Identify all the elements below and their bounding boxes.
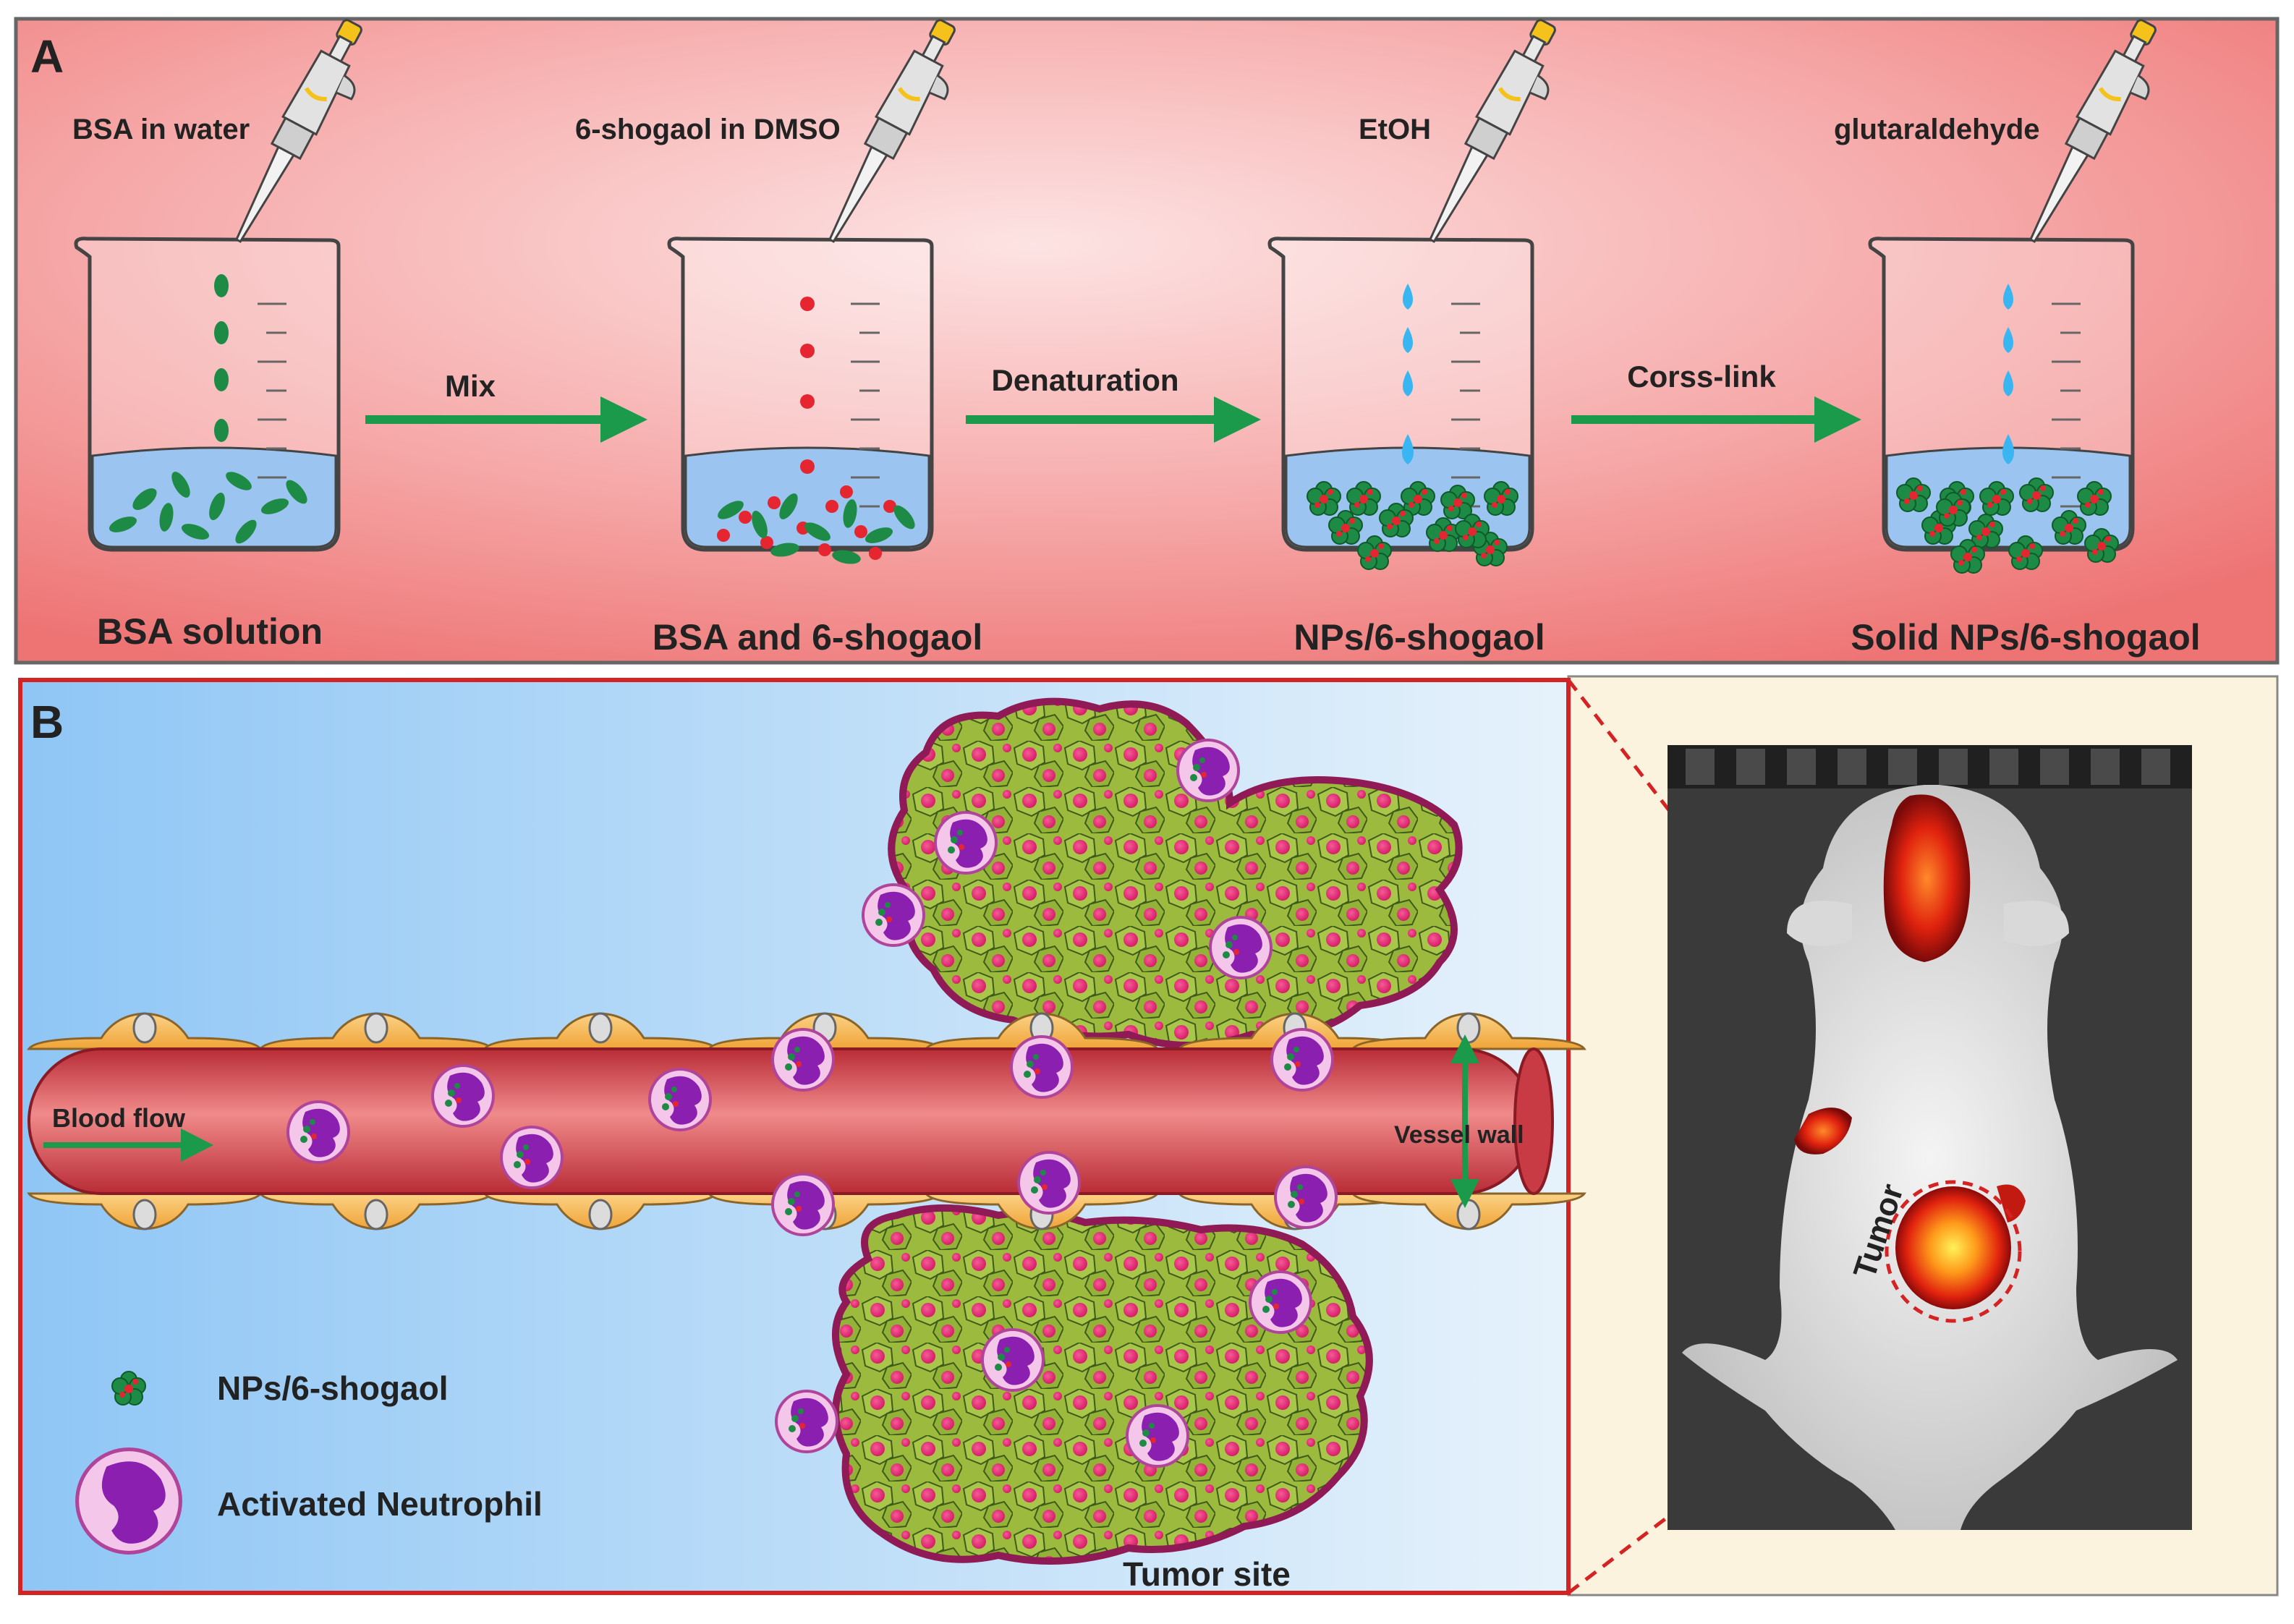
neutrophil (1126, 1404, 1189, 1468)
vessel-wall-arrow: Vessel wall (1394, 1034, 1524, 1208)
arrow-denaturation: Denaturation (966, 363, 1261, 443)
step-caption-1: BSA solution (97, 611, 323, 652)
tumor-mass-lower (832, 1204, 1373, 1565)
reagent-label-3: EtOH (1359, 114, 1431, 145)
neutrophil (771, 1173, 835, 1236)
beaker-1 (76, 14, 383, 550)
tumor-mass-upper (888, 697, 1463, 1049)
neutrophil (1010, 1035, 1074, 1099)
neutrophil (1249, 1270, 1312, 1334)
arrow-crosslink-label: Corss-link (1627, 360, 1776, 394)
neutrophil (286, 1100, 350, 1164)
arrow-denaturation-label: Denaturation (991, 363, 1178, 397)
panel-a-letter: A (30, 30, 64, 82)
arrow-mix: Mix (365, 369, 647, 443)
step-caption-4: Solid NPs/6-shogaol (1851, 617, 2200, 658)
blood-flow-label: Blood flow (52, 1103, 186, 1133)
panel-b-letter: B (30, 696, 64, 748)
neutrophil (775, 1390, 838, 1453)
reagent-label-1: BSA in water (72, 114, 250, 145)
legend-neutrophil-label: Activated Neutrophil (217, 1485, 543, 1523)
reagent-label-2: 6-shogaol in DMSO (575, 114, 841, 145)
neutrophil (771, 1028, 835, 1092)
mouse-fluorescence-image: Tumor (1668, 745, 2192, 1530)
step-caption-2: BSA and 6-shogaol (653, 617, 983, 658)
neutrophil (981, 1328, 1045, 1392)
blood-flow-arrow: Blood flow (43, 1103, 213, 1162)
neutrophil (431, 1064, 495, 1128)
vessel-wall-label: Vessel wall (1394, 1121, 1524, 1149)
legend-neutrophil-icon (75, 1447, 182, 1555)
neutrophil (1209, 916, 1273, 979)
step-caption-3: NPs/6-shogaol (1293, 617, 1545, 658)
panel-a: A (14, 14, 2280, 665)
arrow-crosslink: Corss-link (1571, 360, 1861, 443)
neutrophil (1017, 1151, 1081, 1215)
beaker-4 (1870, 14, 2178, 574)
arrow-mix-label: Mix (445, 369, 496, 403)
neutrophil (1274, 1165, 1338, 1229)
tumor-site-label: Tumor site (1123, 1555, 1291, 1593)
neutrophil (934, 811, 998, 875)
neutrophil (1270, 1028, 1334, 1092)
panel-b: B (18, 675, 2279, 1597)
neutrophil (862, 883, 925, 947)
beaker-3 (1270, 14, 1577, 570)
legend-np-label: NPs/6-shogaol (217, 1369, 449, 1407)
legend: NPs/6-shogaol Activated Neutrophil (75, 1369, 543, 1555)
neutrophil (1176, 739, 1240, 802)
neutrophil (500, 1126, 564, 1189)
neutrophil (648, 1068, 712, 1131)
reagent-label-4: glutaraldehyde (1834, 114, 2040, 145)
beaker-2 (669, 14, 977, 564)
